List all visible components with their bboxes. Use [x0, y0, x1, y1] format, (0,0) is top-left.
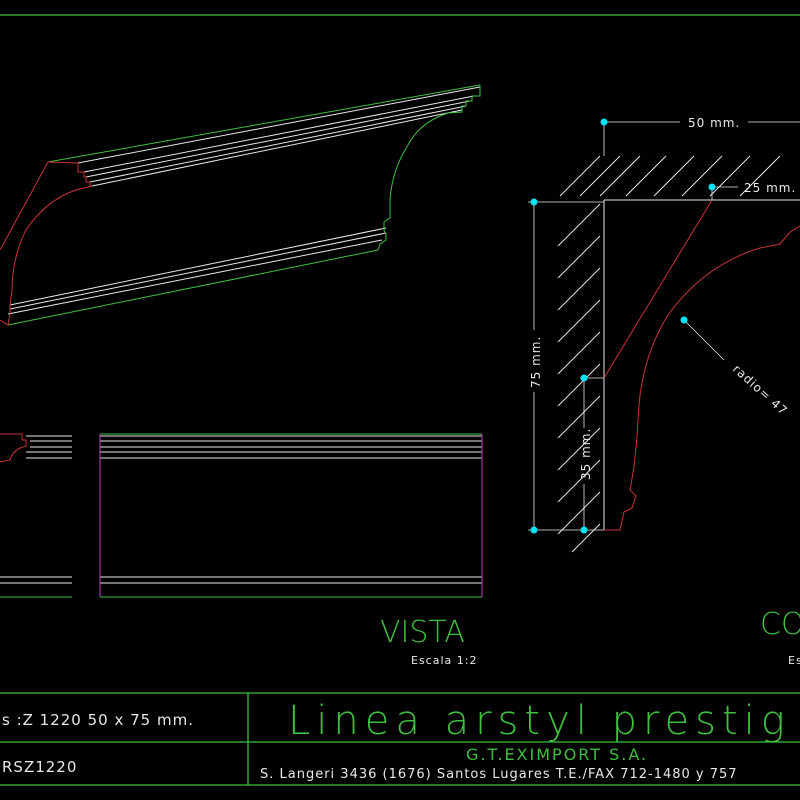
dimension-points	[530, 118, 716, 534]
vista-front-view	[0, 433, 483, 598]
width-dimension-label: 50 mm.	[688, 116, 740, 130]
title-block-brand: Linea arstyl prestig	[288, 698, 791, 744]
title-block-code: RSZ1220	[2, 758, 77, 776]
vista-scale: Escala 1:2	[411, 654, 477, 667]
wall-hatch	[557, 203, 601, 553]
title-block-description: s :Z 1220 50 x 75 mm.	[2, 711, 194, 729]
height-dimension-label: 75 mm.	[529, 336, 543, 388]
drawing-frame	[0, 14, 800, 786]
vista-title: VISTA	[380, 615, 465, 650]
moulding-perspective	[0, 84, 481, 326]
ceiling-hatch	[559, 155, 781, 197]
corte-title: CO	[760, 607, 800, 642]
radius-label: radio= 47	[730, 362, 790, 418]
section-view	[528, 118, 800, 553]
inner-dimension-label: 25 mm.	[744, 181, 796, 195]
title-block-company: G.T.EXIMPORT S.A.	[466, 745, 648, 764]
lower-dimension-label: 35 mm.	[579, 428, 593, 480]
corte-scale: Es	[788, 654, 800, 667]
title-block-address: S. Langeri 3436 (1676) Santos Lugares T.…	[260, 767, 738, 782]
